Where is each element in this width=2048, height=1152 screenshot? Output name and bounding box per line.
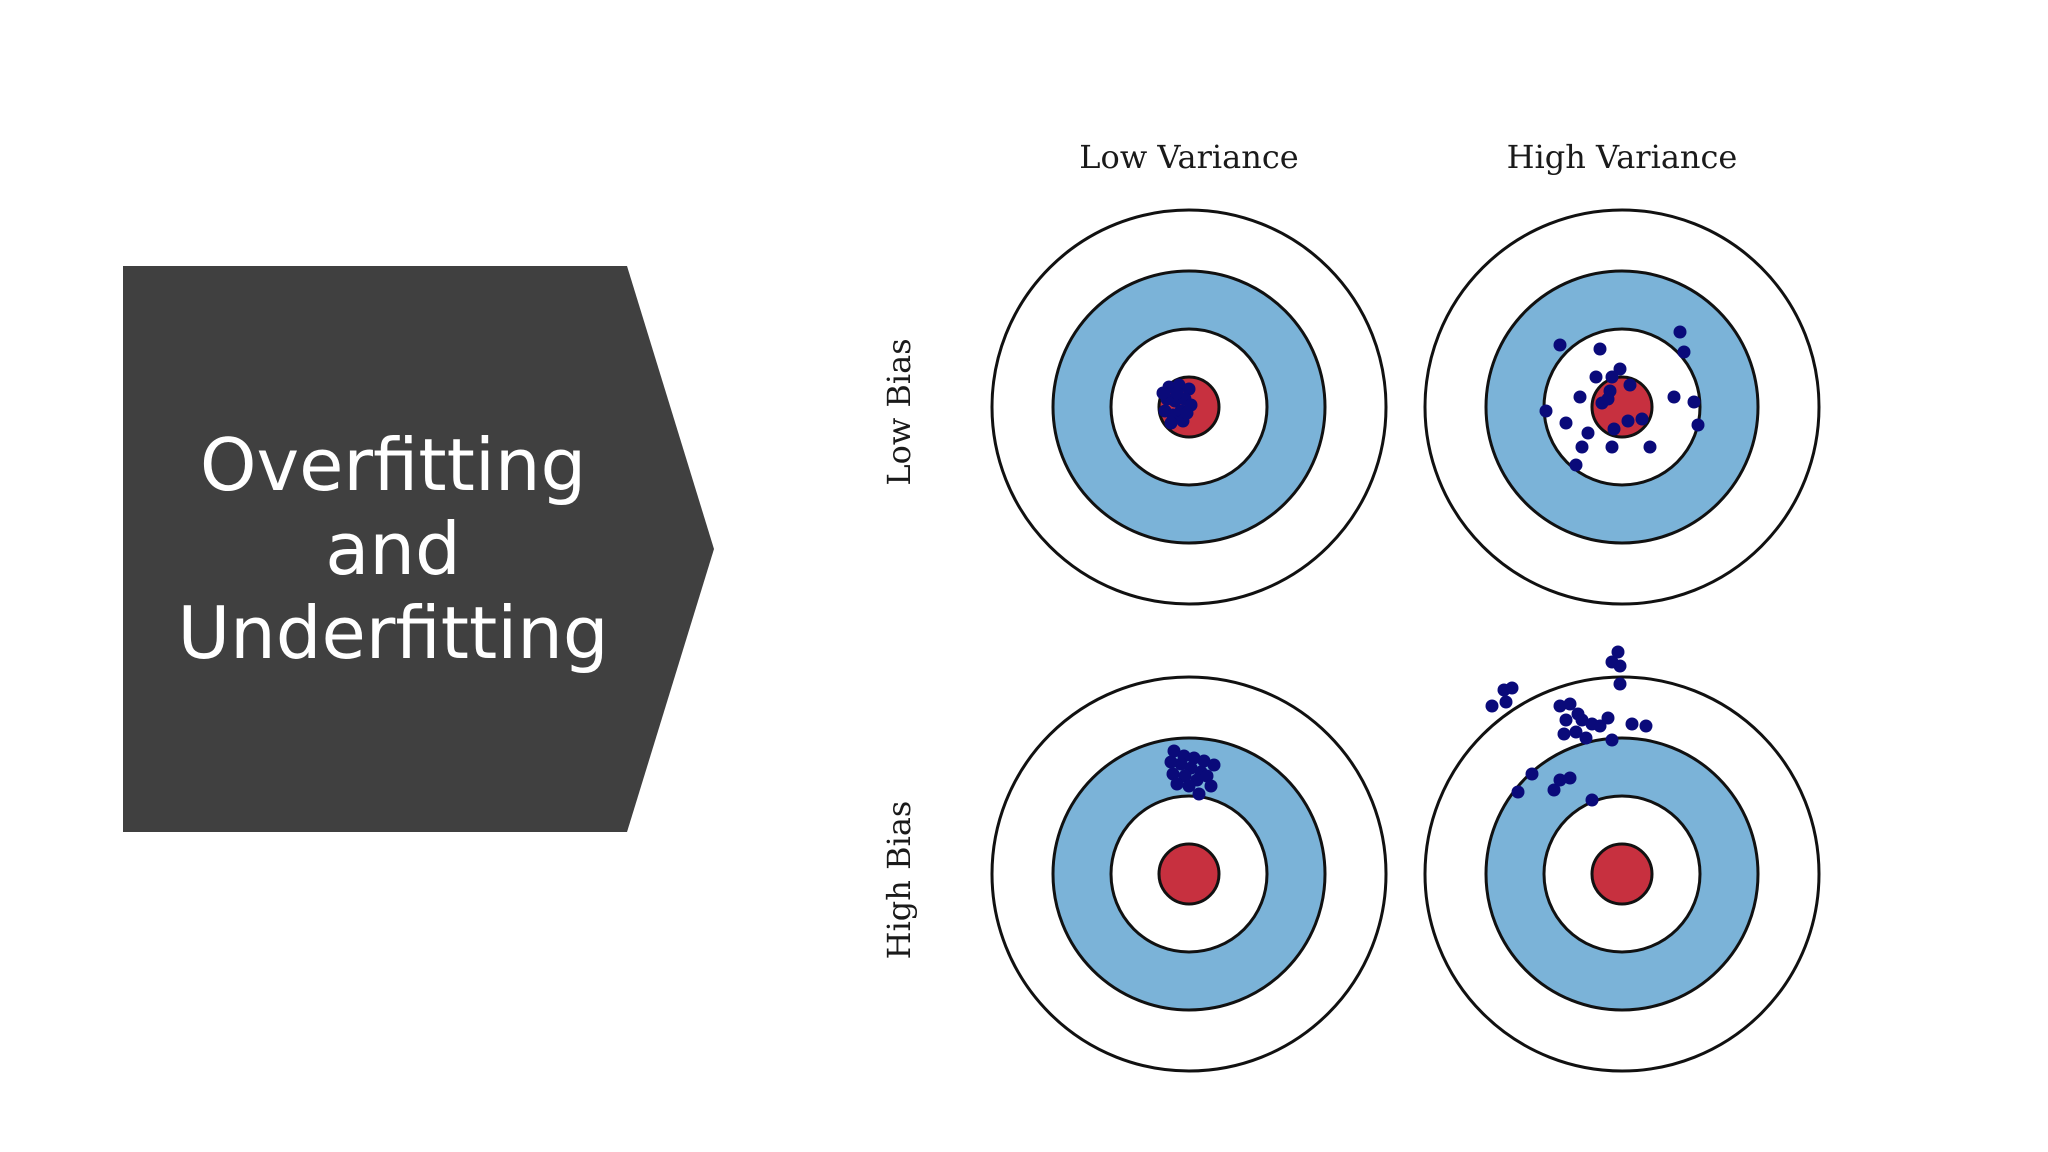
row-label-high-bias: High Bias [880, 801, 918, 960]
hit-point [1667, 390, 1681, 404]
hit-point [1557, 727, 1571, 741]
hit-point [1611, 645, 1625, 659]
hit-point [1563, 771, 1577, 785]
column-label-low-variance: Low Variance [1079, 138, 1298, 176]
hit-point [1573, 390, 1587, 404]
hit-point [1579, 731, 1593, 745]
hit-point [1575, 713, 1589, 727]
hit-point [1691, 418, 1705, 432]
slide-title: Overfitting and Underfitting [123, 266, 663, 832]
hit-point [1197, 754, 1211, 768]
row-label-low-bias: Low Bias [880, 338, 918, 485]
hit-point [1569, 458, 1583, 472]
hit-point [1613, 677, 1627, 691]
target-low-bias-low-variance [990, 208, 1388, 606]
hit-point [1170, 386, 1184, 400]
hit-point [1601, 392, 1615, 406]
hit-point [1164, 416, 1178, 430]
hit-point [1166, 767, 1180, 781]
hit-point [1156, 386, 1170, 400]
hit-point [1585, 793, 1599, 807]
hit-point [1505, 681, 1519, 695]
hit-point [1639, 719, 1653, 733]
hit-point [1204, 779, 1218, 793]
hit-point [1613, 362, 1627, 376]
hit-point [1687, 395, 1701, 409]
hit-point [1621, 414, 1635, 428]
hit-point [1593, 719, 1607, 733]
hit-point [1581, 426, 1595, 440]
hit-point [1511, 785, 1525, 799]
bullseye [1157, 842, 1221, 906]
hit-point [1593, 342, 1607, 356]
hit-point [1553, 338, 1567, 352]
hit-point [1170, 777, 1184, 791]
column-label-high-variance: High Variance [1507, 138, 1738, 176]
hit-point [1625, 717, 1639, 731]
hit-point [1207, 758, 1221, 772]
hit-point [1575, 440, 1589, 454]
hit-point [1182, 779, 1196, 793]
title-line-1: Overfitting [199, 423, 587, 507]
bullseye [1590, 842, 1654, 906]
hit-point [1673, 325, 1687, 339]
hit-point [1167, 744, 1181, 758]
hit-point [1174, 757, 1188, 771]
hit-point [1553, 773, 1567, 787]
hit-point [1677, 345, 1691, 359]
hit-point [1547, 783, 1561, 797]
hit-point [1192, 787, 1206, 801]
hit-point [1559, 416, 1573, 430]
hit-point [1635, 412, 1649, 426]
hit-point [1563, 697, 1577, 711]
hit-point [1601, 711, 1615, 725]
hit-point [1569, 725, 1583, 739]
hit-point [1605, 370, 1619, 384]
hit-point [1623, 378, 1637, 392]
hit-point [1499, 695, 1513, 709]
target-high-bias-low-variance [990, 675, 1388, 1073]
hit-point [1589, 370, 1603, 384]
hit-point [1164, 755, 1178, 769]
hit-point [1539, 404, 1553, 418]
title-chevron-box [123, 266, 714, 832]
hit-point [1485, 699, 1499, 713]
hit-point [1180, 406, 1194, 420]
hit-point [1643, 440, 1657, 454]
target-high-bias-high-variance [1423, 645, 1821, 1073]
hit-point [1607, 422, 1621, 436]
hit-point [1605, 440, 1619, 454]
hit-point [1605, 733, 1619, 747]
hit-point [1553, 699, 1567, 713]
title-line-2: and [325, 507, 461, 591]
hit-point [1605, 655, 1619, 669]
target-low-bias-high-variance [1423, 208, 1821, 606]
title-line-3: Underfitting [177, 591, 609, 675]
hit-point [1182, 382, 1196, 396]
hit-point [1525, 767, 1539, 781]
hit-point [1178, 769, 1192, 783]
hit-point [1200, 769, 1214, 783]
hit-point [1187, 751, 1201, 765]
hit-point [1559, 713, 1573, 727]
